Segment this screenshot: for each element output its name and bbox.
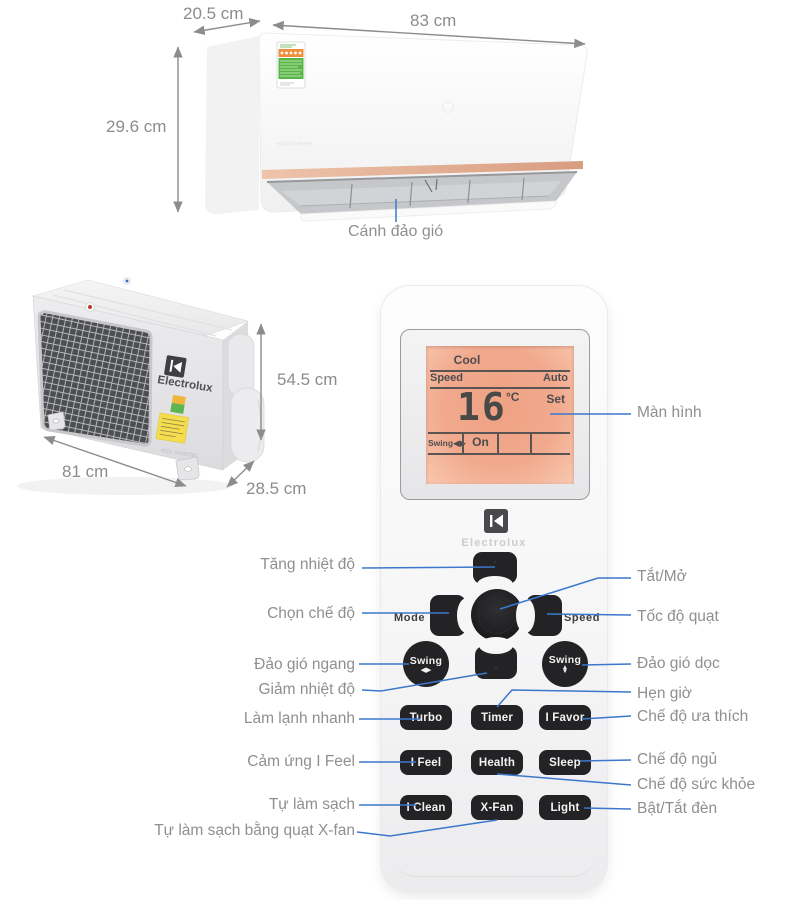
- temp-down-button: ⌄: [475, 637, 517, 679]
- fan-grille: [37, 310, 153, 447]
- label-che-do-suc-khoe: Chế độ sức khỏe: [637, 776, 756, 793]
- left-right-arrows-icon: ◀▶: [420, 666, 432, 674]
- iclean-button: I Clean: [400, 795, 452, 820]
- swing-v-label: Swing: [548, 653, 582, 666]
- chevron-up-icon: ⌃: [490, 560, 500, 571]
- small-label: [170, 395, 186, 414]
- remote-control: Cool Speed Auto 16 °C Set Swing◀▶ On Ele…: [380, 285, 608, 893]
- fan-speed-button: [516, 595, 562, 636]
- lcd-set-label: Set: [546, 392, 565, 406]
- electrolux-logo-icon: [484, 509, 508, 533]
- swing-horizontal-button: Swing ◀▶: [403, 641, 449, 687]
- up-down-arrows-icon: ▲ ▼: [561, 663, 569, 675]
- lcd-fan-label: Speed: [430, 372, 464, 384]
- label-che-do-ngu: Chế độ ngủ: [637, 751, 718, 768]
- lcd-status-row: Swing◀▶ On: [428, 432, 570, 455]
- dimension-depth-outdoor: 28.5 cm: [246, 479, 307, 498]
- lcd-empty-cell: [530, 434, 570, 453]
- label-tu-lam-sach: Tự làm sạch: [268, 796, 355, 813]
- ifavor-button: I Favor: [539, 705, 591, 730]
- label-lam-lanh-nhanh: Làm lạnh nhanh: [243, 710, 355, 727]
- sleep-button: Sleep: [539, 750, 591, 775]
- indoor-eco-logo: eco inverter: [276, 141, 313, 148]
- outdoor-brand-symbol: [164, 355, 187, 378]
- chevron-down-icon: ⌄: [491, 661, 501, 672]
- label-tu-lam-sach-x-fan: Tự làm sạch bằng quạt X-fan: [154, 822, 355, 839]
- label-tang-nhiet-do: Tăng nhiệt độ: [260, 556, 355, 573]
- light-button: Light: [539, 795, 591, 820]
- label-canh-dao-gio: Cánh đảo gió: [348, 223, 444, 240]
- label-hen-gio: Hẹn giờ: [637, 685, 692, 702]
- accent-strip: [262, 161, 583, 179]
- outdoor-unit-illustration: Electrolux eco inverter: [17, 277, 265, 495]
- lcd-frame: Cool Speed Auto 16 °C Set Swing◀▶ On: [400, 329, 590, 500]
- speed-print-label: Speed: [564, 612, 601, 624]
- dimension-depth-indoor: 20.5 cm: [183, 4, 244, 23]
- label-chon-che-do: Chọn chế độ: [267, 605, 355, 622]
- mode-print-label: Mode: [394, 612, 426, 624]
- lcd-fan-value: Auto: [542, 372, 568, 384]
- outdoor-brand-text: Electrolux: [157, 374, 214, 395]
- label-dao-gio-ngang: Đảo gió ngang: [254, 656, 355, 673]
- label-giam-nhiet-do: Giảm nhiệt độ: [258, 681, 356, 698]
- indoor-unit-illustration: eco inverter: [205, 32, 588, 222]
- health-button: Health: [471, 750, 523, 775]
- lcd-divider: [430, 387, 570, 389]
- faint-brand-mark: [441, 100, 455, 114]
- lcd-divider: [430, 370, 570, 372]
- timer-button: Timer: [471, 705, 523, 730]
- lcd-swing-label: Swing◀▶: [428, 438, 467, 448]
- xfan-button: X-Fan: [471, 795, 523, 820]
- lcd-mode-value: Cool: [453, 353, 481, 367]
- warning-label: [155, 412, 190, 444]
- dimension-height-indoor: 29.6 cm: [106, 117, 167, 136]
- dimension-width-indoor: 83 cm: [410, 11, 457, 30]
- remote-bottom-seam: [390, 850, 598, 877]
- label-toc-do-quat: Tốc độ quạt: [637, 608, 719, 625]
- swing-vertical-button: Swing ▲ ▼: [542, 641, 588, 687]
- turbo-button: Turbo: [400, 705, 452, 730]
- ifeel-button: I Feel: [400, 750, 452, 775]
- lcd-empty-cell: [497, 434, 530, 453]
- lcd-temperature: 16: [457, 385, 507, 429]
- swing-h-label: Swing: [409, 654, 443, 667]
- louver-vent: [266, 171, 578, 222]
- red-dot-sticker: [85, 302, 95, 312]
- label-man-hinh: Màn hình: [637, 404, 702, 421]
- lcd-temp-unit: °C: [506, 390, 520, 404]
- mode-button: [430, 595, 476, 636]
- temp-up-button: ⌃: [473, 552, 517, 593]
- pipe-cover: [227, 333, 265, 463]
- remote-brand-text: Electrolux: [461, 537, 527, 549]
- dimension-width-outdoor: 81 cm: [62, 462, 109, 481]
- blue-dot-sticker: [123, 277, 131, 285]
- label-che-do-ua-thich: Chế độ ưa thích: [637, 708, 749, 725]
- label-bat-tat-den: Bật/Tắt đèn: [637, 800, 718, 817]
- lcd-swing-state: On: [462, 434, 497, 453]
- lcd-display: Cool Speed Auto 16 °C Set Swing◀▶ On: [426, 346, 574, 484]
- label-cam-ung-i-feel: Cảm ứng I Feel: [247, 753, 355, 770]
- label-tat-mo: Tắt/Mở: [637, 568, 687, 585]
- outdoor-eco-logo: eco inverter: [161, 447, 199, 460]
- dimension-height-outdoor: 54.5 cm: [277, 370, 338, 389]
- label-dao-gio-doc: Đảo gió dọc: [637, 655, 720, 672]
- energy-label: [276, 41, 306, 89]
